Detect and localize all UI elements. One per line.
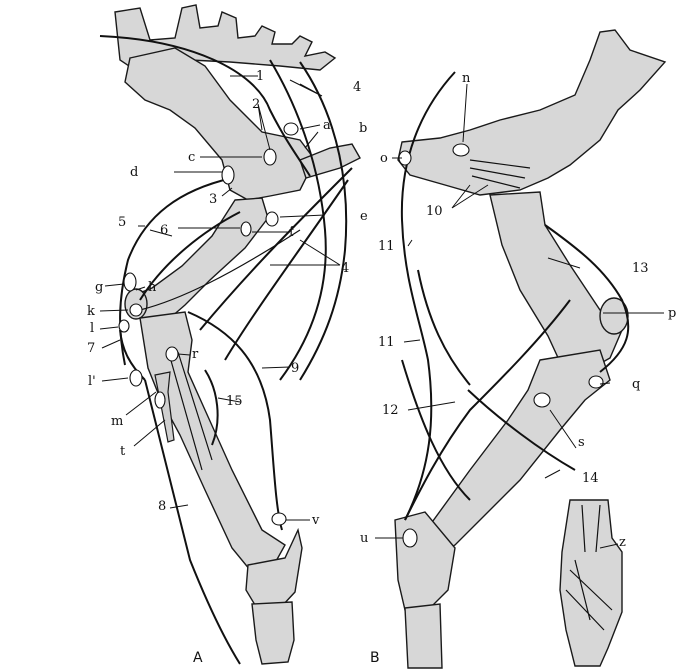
label-l-prime: l' bbox=[88, 374, 96, 389]
marker-g bbox=[123, 272, 137, 292]
label-h: h bbox=[148, 280, 157, 295]
label-8: 8 bbox=[158, 499, 166, 514]
label-12: 12 bbox=[382, 403, 399, 418]
label-11a: 11 bbox=[378, 239, 395, 254]
label-r: r bbox=[192, 347, 199, 362]
muscle-line-thigh bbox=[139, 229, 301, 311]
marker-l bbox=[118, 319, 130, 333]
label-f: f bbox=[289, 225, 295, 240]
label-14: 14 bbox=[582, 471, 599, 486]
label-q: q bbox=[632, 377, 640, 392]
muscle-line-cross2 bbox=[224, 179, 349, 361]
marker-lp bbox=[129, 369, 143, 387]
inset-leader bbox=[599, 543, 619, 549]
label-g: g bbox=[95, 280, 103, 295]
label-n: n bbox=[462, 71, 471, 86]
label-1: 1 bbox=[256, 69, 264, 84]
label-4-mid: 4 bbox=[341, 261, 349, 276]
tibia-bone-b bbox=[410, 349, 611, 561]
marker-c bbox=[263, 148, 277, 166]
metatarsus-bone bbox=[251, 601, 295, 665]
inset-hock-detail bbox=[559, 499, 623, 667]
muscle-line-13 bbox=[544, 224, 630, 373]
muscle-line-1 bbox=[99, 35, 311, 177]
label-6: 6 bbox=[160, 223, 168, 238]
muscle-line-4b bbox=[299, 61, 348, 381]
leaders-b bbox=[375, 83, 664, 539]
muscle-line-8 bbox=[144, 379, 241, 665]
label-13: 13 bbox=[632, 261, 649, 276]
label-u: u bbox=[360, 531, 368, 546]
label-b: b bbox=[359, 121, 367, 136]
label-m: m bbox=[111, 414, 123, 429]
muscle-line-12 bbox=[404, 299, 571, 521]
marker-r bbox=[165, 346, 179, 362]
label-l: l bbox=[90, 321, 94, 336]
tendons-hip bbox=[469, 159, 531, 189]
panel-a bbox=[99, 4, 361, 665]
marker-d bbox=[221, 165, 235, 185]
label-4-top: 4 bbox=[353, 80, 361, 95]
label-o: o bbox=[380, 151, 388, 166]
marker-n bbox=[452, 143, 470, 157]
label-15: 15 bbox=[226, 394, 243, 409]
labels-b: n o 10 11 11 12 13 14 p q s u z bbox=[360, 71, 676, 550]
label-v: v bbox=[311, 513, 320, 528]
tendon-line bbox=[167, 349, 213, 471]
marker-u bbox=[402, 528, 418, 548]
label-t: t bbox=[120, 444, 126, 459]
label-z: z bbox=[619, 535, 626, 550]
muscle-line-6 bbox=[139, 211, 241, 301]
leaders-a bbox=[99, 75, 341, 521]
marker-e bbox=[265, 211, 279, 227]
femur-bone-b bbox=[489, 191, 623, 373]
panel-b bbox=[375, 29, 667, 669]
marker-k bbox=[129, 303, 143, 317]
label-e: e bbox=[360, 209, 368, 224]
muscle-line-11b bbox=[417, 269, 471, 386]
label-7: 7 bbox=[87, 341, 95, 356]
inset-tendons bbox=[565, 504, 613, 631]
muscle-line-11 bbox=[400, 71, 456, 521]
inset-bone bbox=[559, 499, 623, 667]
label-a: a bbox=[323, 118, 331, 133]
marker-v bbox=[271, 512, 287, 526]
tarsus-bones bbox=[245, 527, 303, 607]
label-11b: 11 bbox=[378, 335, 395, 350]
femur-bone bbox=[129, 197, 269, 323]
muscle-line-9 bbox=[187, 311, 283, 531]
labels-a: 1 2 3 4 4 5 6 7 8 9 15 a b c d e f g h k… bbox=[87, 69, 368, 528]
label-p: p bbox=[668, 306, 676, 321]
label-d: d bbox=[130, 165, 138, 180]
label-9: 9 bbox=[291, 361, 299, 376]
muscle-line-4a bbox=[269, 59, 327, 381]
muscle-line-15 bbox=[204, 369, 219, 446]
label-s: s bbox=[578, 435, 585, 450]
metatarsus-bone-b bbox=[404, 603, 443, 669]
label-5: 5 bbox=[118, 215, 126, 230]
label-10: 10 bbox=[426, 204, 443, 219]
pelvis-bone-b bbox=[397, 29, 667, 196]
marker-m bbox=[154, 391, 166, 409]
panel-label-b: B bbox=[370, 650, 380, 666]
marker-s bbox=[533, 392, 551, 408]
label-k: k bbox=[87, 304, 95, 319]
label-2: 2 bbox=[252, 97, 260, 112]
label-3: 3 bbox=[209, 192, 217, 207]
marker-q bbox=[588, 375, 604, 389]
muscle-line-groin bbox=[401, 359, 471, 501]
label-c: c bbox=[188, 150, 195, 165]
marker-a bbox=[283, 122, 299, 136]
muscle-line-14 bbox=[467, 389, 576, 471]
marker-f bbox=[240, 221, 252, 237]
panel-label-a: A bbox=[193, 650, 203, 666]
